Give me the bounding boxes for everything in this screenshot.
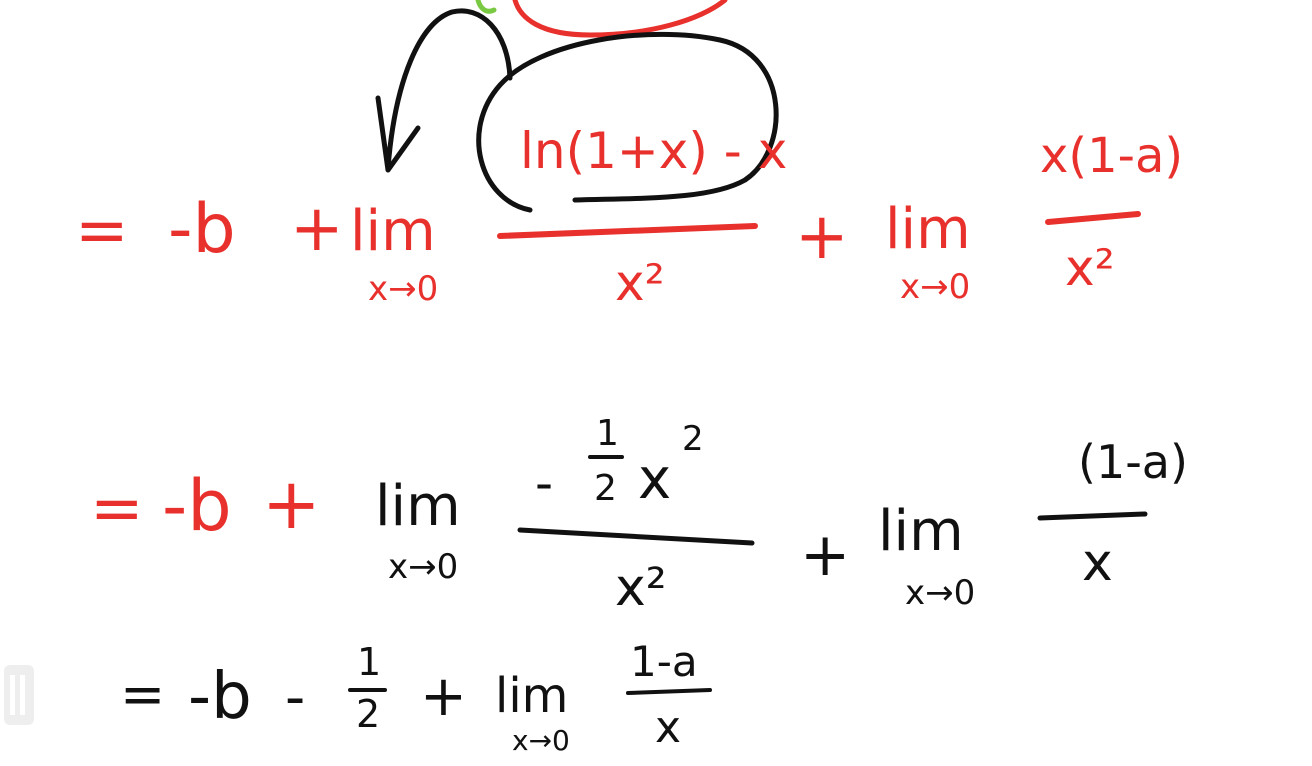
- half-top: 1: [357, 640, 381, 684]
- fraction-2-bar: [1037, 511, 1148, 521]
- plus-sign-2: +: [795, 200, 849, 274]
- fraction-1-numerator: ln(1+x) - x: [520, 122, 787, 180]
- plus-sign-2: +: [800, 520, 850, 590]
- half-bottom: 2: [356, 692, 380, 736]
- lim-2-subscript: x→0: [900, 267, 970, 307]
- equals-sign: =: [90, 472, 144, 546]
- fraction-1-denominator: x²: [615, 558, 667, 618]
- lim-2: lim: [885, 197, 971, 262]
- lim-1: lim: [350, 199, 436, 264]
- top-red-curve: [512, 0, 728, 38]
- black-arrow-curve: [385, 8, 513, 171]
- minus-sign: -: [285, 665, 305, 730]
- bilibili-icon: [4, 665, 34, 725]
- lim: lim: [495, 668, 568, 724]
- equals-sign: =: [75, 194, 129, 268]
- fraction-1-bar: [517, 527, 755, 546]
- lim-2-subscript: x→0: [905, 573, 975, 613]
- numerator-minus: -: [535, 454, 553, 512]
- half-top: 1: [596, 413, 619, 454]
- fraction-2-denominator: x²: [1065, 239, 1115, 297]
- lim-1: lim: [375, 474, 461, 539]
- black-circle-loop: [476, 31, 779, 213]
- lim-2: lim: [878, 499, 964, 564]
- minus-b: -b: [188, 660, 252, 734]
- fraction-2-numerator: x(1-a): [1040, 128, 1183, 184]
- line-2: = -b + lim x→0 - 1 2 x 2 x² + lim x→0 (1…: [90, 413, 1188, 618]
- numerator-x: x: [638, 447, 671, 512]
- plus-sign: +: [262, 463, 321, 545]
- lim-subscript: x→0: [512, 724, 570, 757]
- equals-sign: =: [120, 663, 165, 726]
- minus-b: -b: [168, 190, 236, 269]
- lim-1-subscript: x→0: [368, 269, 438, 309]
- arrow-head-icon: [375, 95, 421, 173]
- fraction-bar: [626, 688, 712, 695]
- fraction-1-bar: [497, 223, 758, 239]
- line-1: = -b + lim x→0 ln(1+x) - x x² + lim x→0 …: [75, 122, 1183, 312]
- fraction-numerator: 1-a: [630, 637, 698, 686]
- fraction-2-bar: [1045, 211, 1141, 225]
- fraction-2-numerator: (1-a): [1078, 435, 1188, 489]
- fraction-1-denominator: x²: [615, 254, 665, 312]
- lim-1-subscript: x→0: [388, 547, 458, 587]
- fraction-2-denominator: x: [1082, 533, 1113, 593]
- plus-sign: +: [290, 192, 344, 266]
- half-bottom: 2: [594, 468, 617, 509]
- top-green-mark: [475, 0, 497, 14]
- fraction-denominator: x: [655, 702, 681, 753]
- minus-b: -b: [162, 465, 232, 547]
- line-3: = -b - 1 2 + lim x→0 1-a x: [120, 637, 712, 757]
- plus-sign: +: [420, 664, 467, 729]
- numerator-exponent: 2: [682, 419, 704, 459]
